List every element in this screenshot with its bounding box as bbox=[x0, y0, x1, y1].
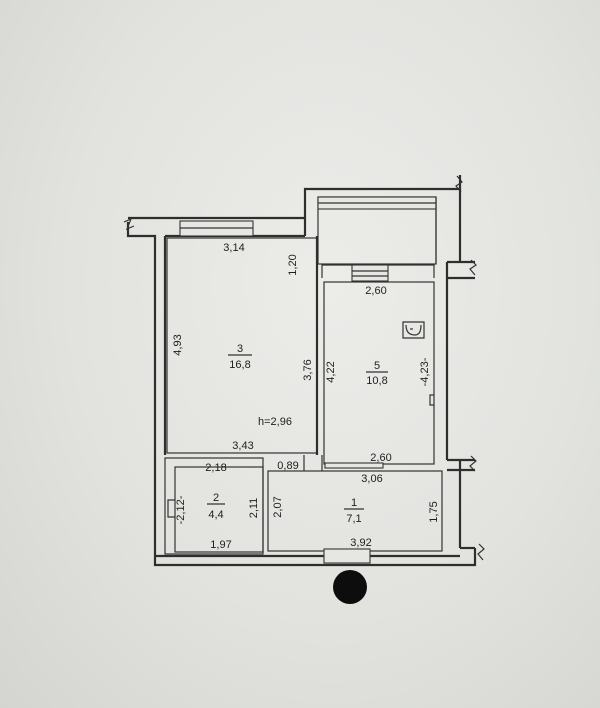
room-3-number: 3 bbox=[237, 343, 243, 355]
dimension-labels: 3,14 3,43 4,93 3,76 1,20 2,60 2,60 4,22 … bbox=[172, 242, 440, 551]
dim-r1-bottom: 3,92 bbox=[350, 537, 371, 549]
room-3-height: h=2,96 bbox=[258, 416, 292, 428]
dim-r3-right: 3,76 bbox=[302, 359, 314, 380]
room-5-walls bbox=[321, 264, 435, 469]
dim-r5-left: 4,22 bbox=[325, 361, 337, 382]
room-3-area: 16,8 bbox=[229, 359, 250, 371]
dim-r5-bottom: 2,60 bbox=[370, 452, 391, 464]
balcony bbox=[317, 196, 437, 265]
bathtub-icon bbox=[402, 321, 425, 339]
dim-r3-top: 3,14 bbox=[223, 242, 244, 254]
room-1-number: 1 bbox=[351, 497, 357, 509]
dim-r2-left: -2,12- bbox=[175, 495, 187, 524]
dim-r3-niche: 1,20 bbox=[287, 254, 299, 275]
dim-r1-top-short: 0,89 bbox=[277, 460, 298, 472]
dim-r1-top: 3,06 bbox=[361, 473, 382, 485]
break-marks bbox=[123, 175, 485, 561]
dim-r1-left: 2,07 bbox=[272, 496, 284, 517]
dim-r2-right: 2,11 bbox=[248, 498, 260, 519]
room-5-number: 5 bbox=[374, 360, 380, 372]
room-5-area: 10,8 bbox=[366, 375, 387, 387]
dim-r2-bottom: 1,97 bbox=[210, 539, 231, 551]
dim-r3-bottom: 3,43 bbox=[232, 440, 253, 452]
room-1-walls bbox=[267, 455, 443, 564]
dim-r1-right: 1,75 bbox=[428, 501, 440, 522]
entrance-marker bbox=[333, 570, 367, 604]
room-3-walls bbox=[166, 218, 319, 455]
room-labels: 3 16,8 h=2,96 5 10,8 2 4,4 1 7,1 bbox=[207, 343, 388, 525]
dim-r2-top: 2,18 bbox=[205, 462, 226, 474]
dim-r5-right: -4,23- bbox=[419, 357, 431, 386]
room-2-walls bbox=[164, 457, 264, 555]
dim-r5-top: 2,60 bbox=[365, 285, 386, 297]
room-1-area: 7,1 bbox=[346, 513, 361, 525]
exterior-walls bbox=[126, 175, 477, 567]
dim-r3-left: 4,93 bbox=[172, 334, 184, 355]
room-2-area: 4,4 bbox=[208, 509, 223, 521]
room-2-number: 2 bbox=[213, 492, 219, 504]
